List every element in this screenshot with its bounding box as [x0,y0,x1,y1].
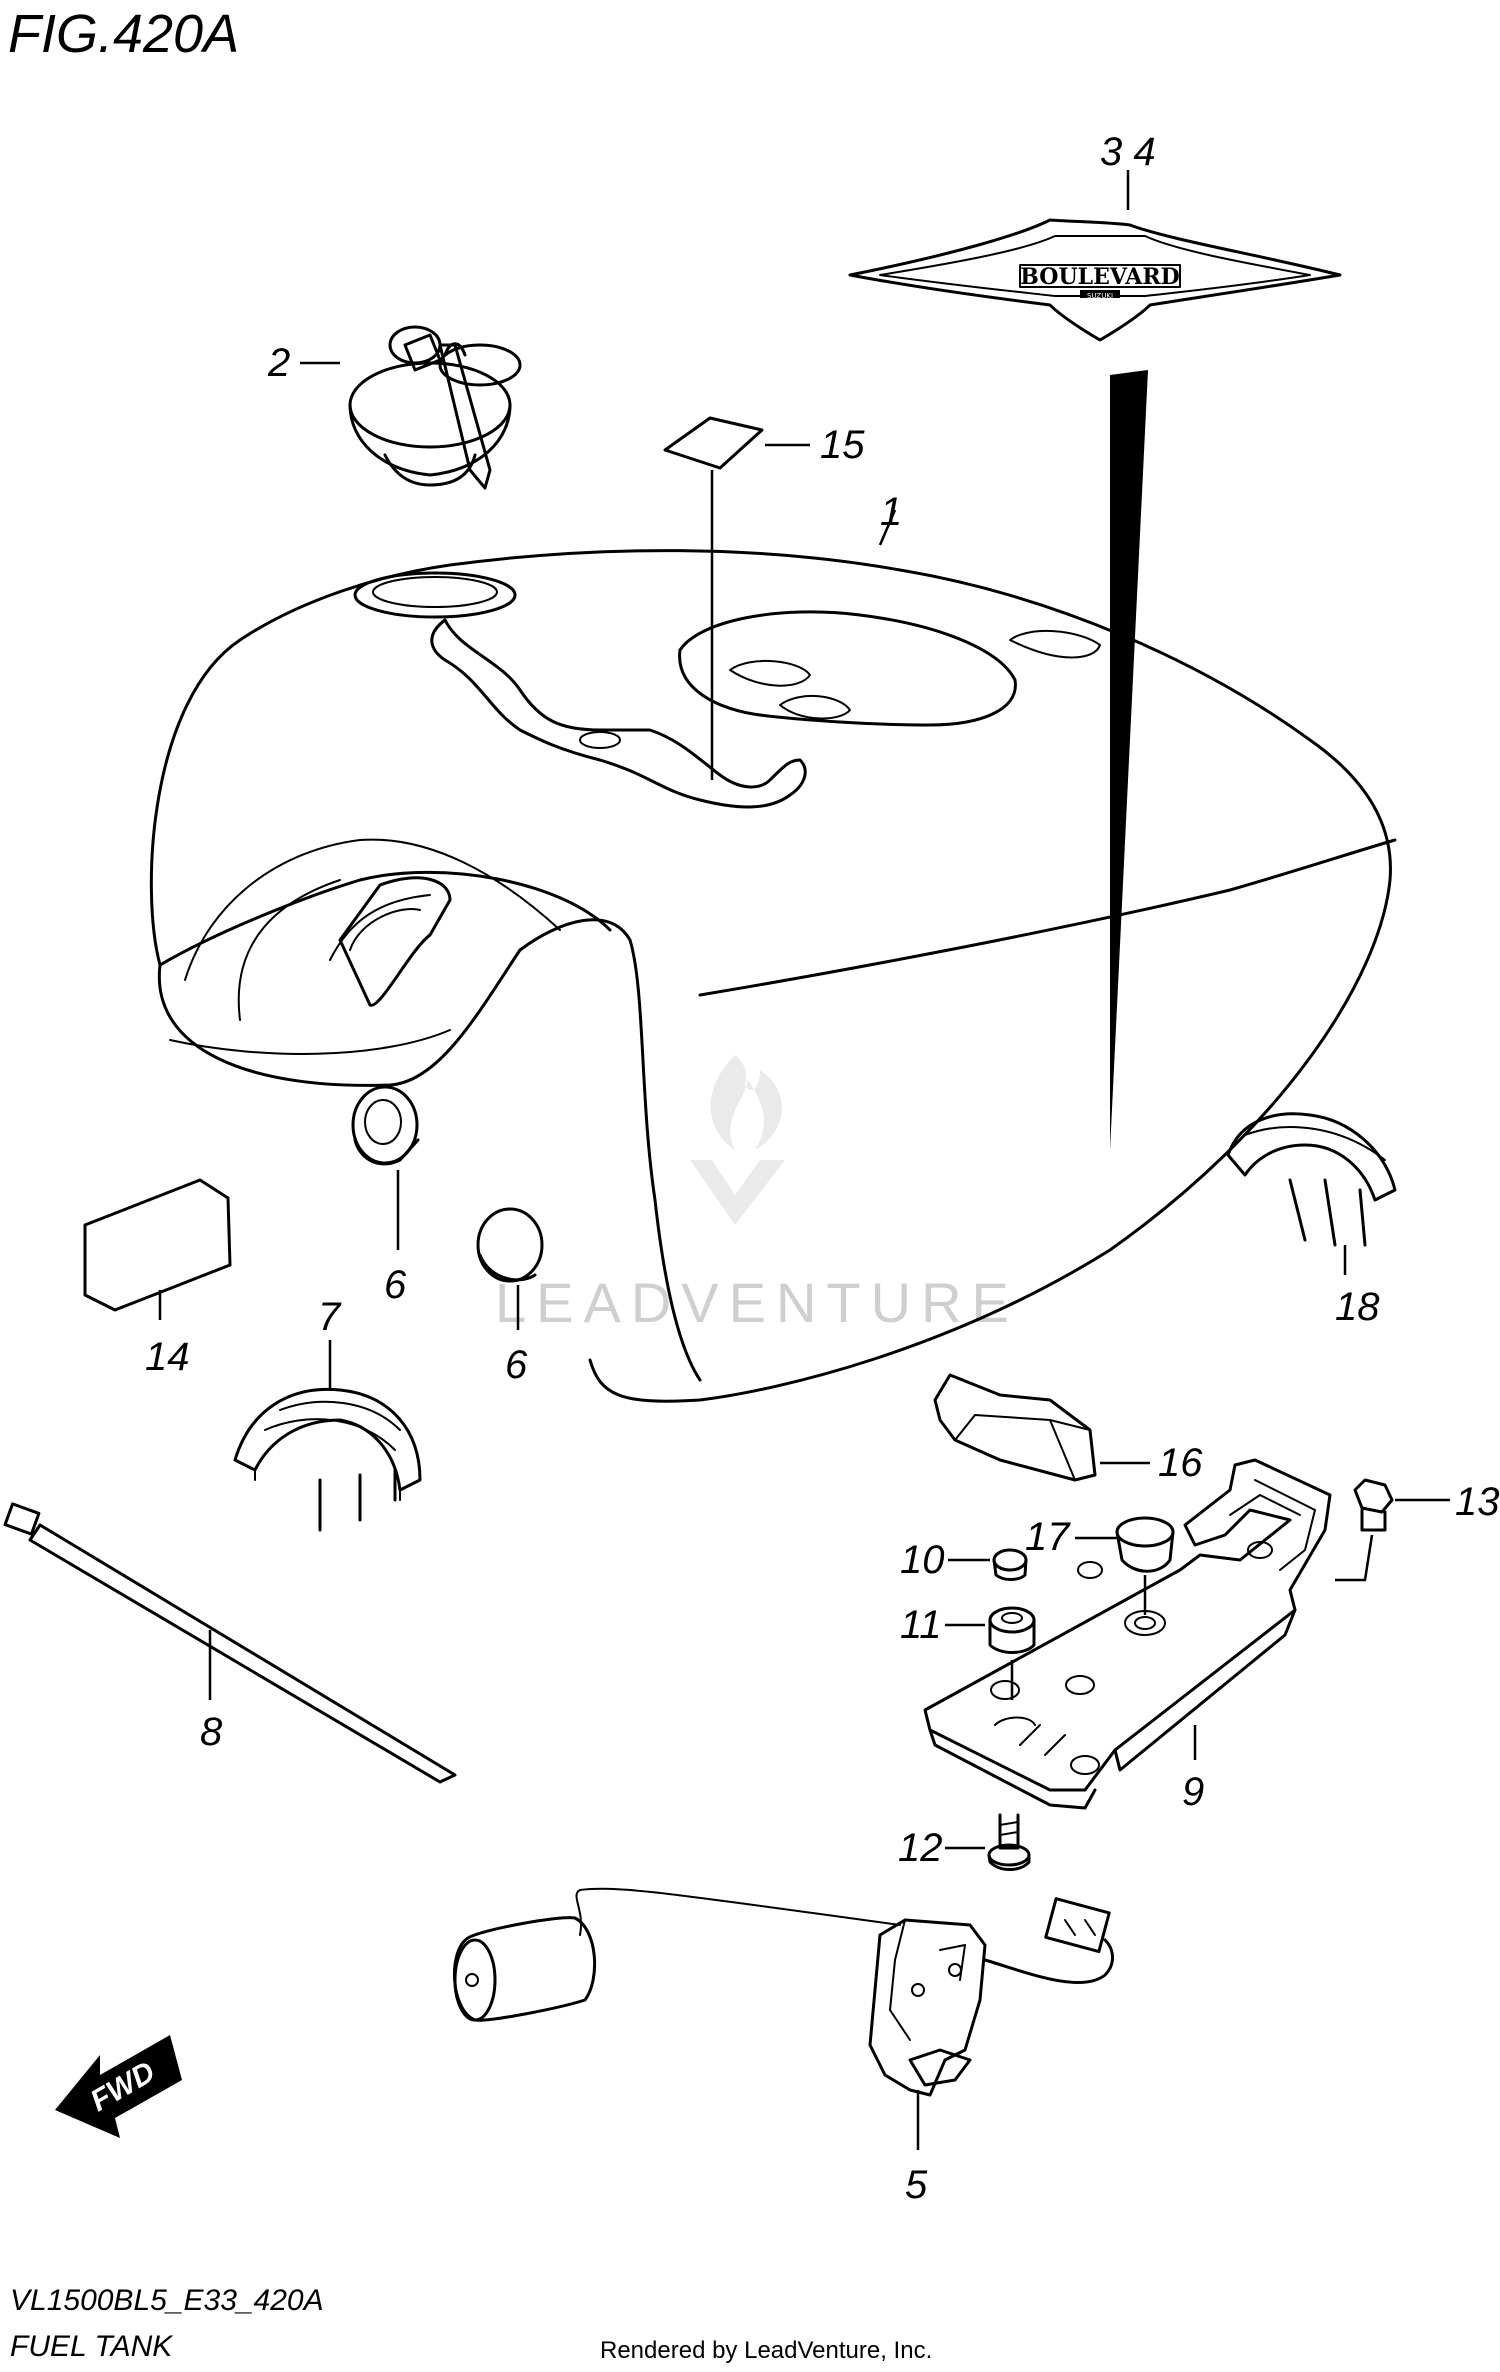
callout-17: 17 [1025,1515,1071,1559]
cushion-11 [988,1606,1036,1654]
callout-8: 8 [200,1710,223,1754]
callout-11: 11 [900,1603,942,1647]
watermark-text: LEADVENTURE [495,1271,1019,1334]
rendered-by-credit: Rendered by LeadVenture, Inc. [600,2337,932,2364]
badge-text: BOULEVARD [1020,264,1179,290]
cushion-18 [1226,1112,1397,1247]
rubber-cushion-17 [1115,1516,1175,1573]
bumper-16 [933,1373,1097,1482]
callout-7: 7 [318,1295,342,1339]
fuel-cap-with-key [348,325,522,490]
figure-title: FIG.420A [8,4,239,64]
callout-5: 5 [905,2163,928,2207]
callout-6a: 6 [384,1263,407,1307]
flame-v-logo-icon [690,1055,785,1225]
callout-12: 12 [898,1826,943,1870]
model-code: VL1500BL5_E33_420A [10,2284,324,2317]
cable-tie-8 [3,1502,457,1784]
cushion-7 [233,1387,422,1532]
screw-12 [987,1813,1031,1871]
grommet-6a [351,1085,420,1166]
callout-16: 16 [1158,1441,1203,1485]
fuel-level-sender-5 [452,1887,1114,2097]
bolt-13 [1353,1478,1394,1532]
callout-1: 1 [880,490,902,534]
badge-subtext: SUZUKI [1087,292,1113,300]
callout-2: 2 [267,341,290,385]
fwd-arrow-icon: FWD [55,2035,182,2138]
callout-10: 10 [900,1538,945,1582]
grommet-6b [476,1207,544,1283]
callout-18: 18 [1335,1285,1380,1329]
label-plate-15 [663,416,764,470]
callout-9: 9 [1182,1770,1204,1814]
callout-15: 15 [820,423,865,467]
label-14 [83,1178,232,1312]
tank-badge-emblem: BOULEVARD SUZUKI [848,218,1342,342]
section-name: FUEL TANK [10,2330,174,2363]
callout-13: 13 [1455,1480,1500,1524]
callout-3-4: 3 4 [1100,130,1156,174]
callout-14: 14 [145,1335,190,1379]
fuel-tank-body [149,549,1397,1403]
bracket-9 [923,1458,1332,1810]
callout-6b: 6 [505,1343,528,1387]
tank-stripe-decal [1110,370,1148,1150]
collar-10 [992,1548,1028,1581]
